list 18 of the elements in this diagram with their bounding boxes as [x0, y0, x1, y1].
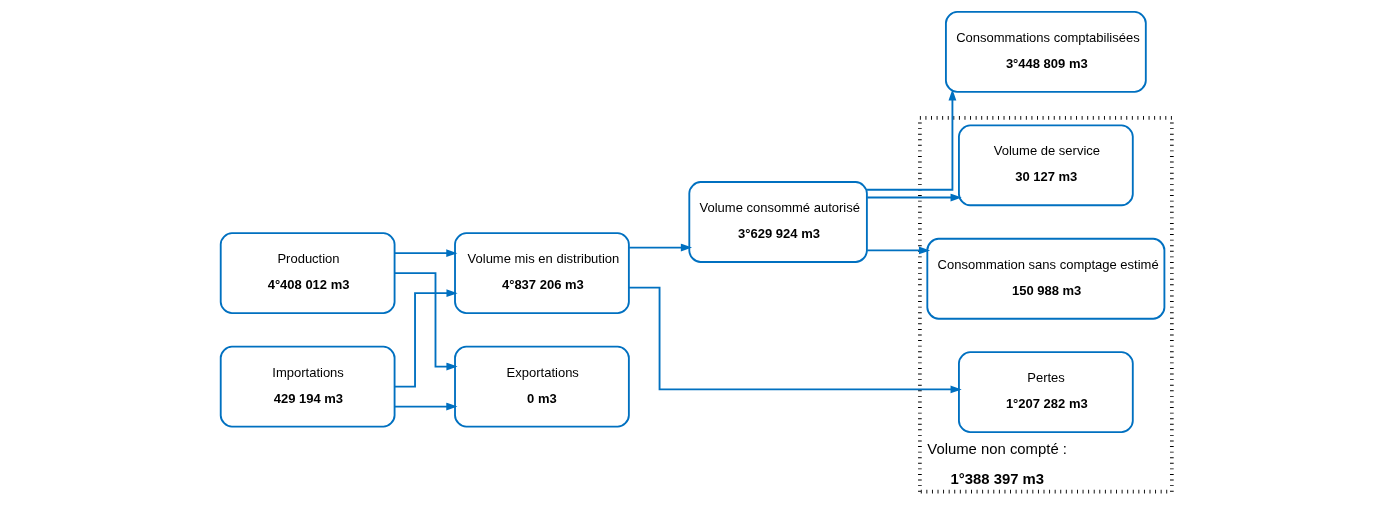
node-box: Volume consommé autorisé 3°629 924 m3: [687, 181, 868, 263]
arrow: [393, 249, 457, 258]
arrow: [393, 402, 457, 411]
arrow: [865, 246, 930, 255]
node-box: Pertes 1°207 282 m3: [957, 351, 1134, 434]
node-box: Production 4°408 012 m3: [219, 232, 395, 315]
node-box: Consommation sans comptage estimé 150 988 m3: [925, 237, 1165, 320]
arrow: [865, 193, 962, 202]
node-box: Exportations 0 m3: [453, 345, 630, 428]
arrow: [627, 286, 962, 394]
arrow: [865, 89, 956, 191]
node-box: Importations 429 194 m3: [219, 345, 395, 428]
node-box: Volume mis en distribution 4°837 206 m3: [453, 232, 630, 315]
node-box: Volume de service 30 127 m3: [957, 124, 1134, 207]
arrow: [627, 243, 692, 252]
node-box: Consommations comptabilisées 3°448 809 m3: [944, 11, 1147, 93]
arrow: [393, 272, 458, 371]
arrow: [393, 289, 458, 388]
